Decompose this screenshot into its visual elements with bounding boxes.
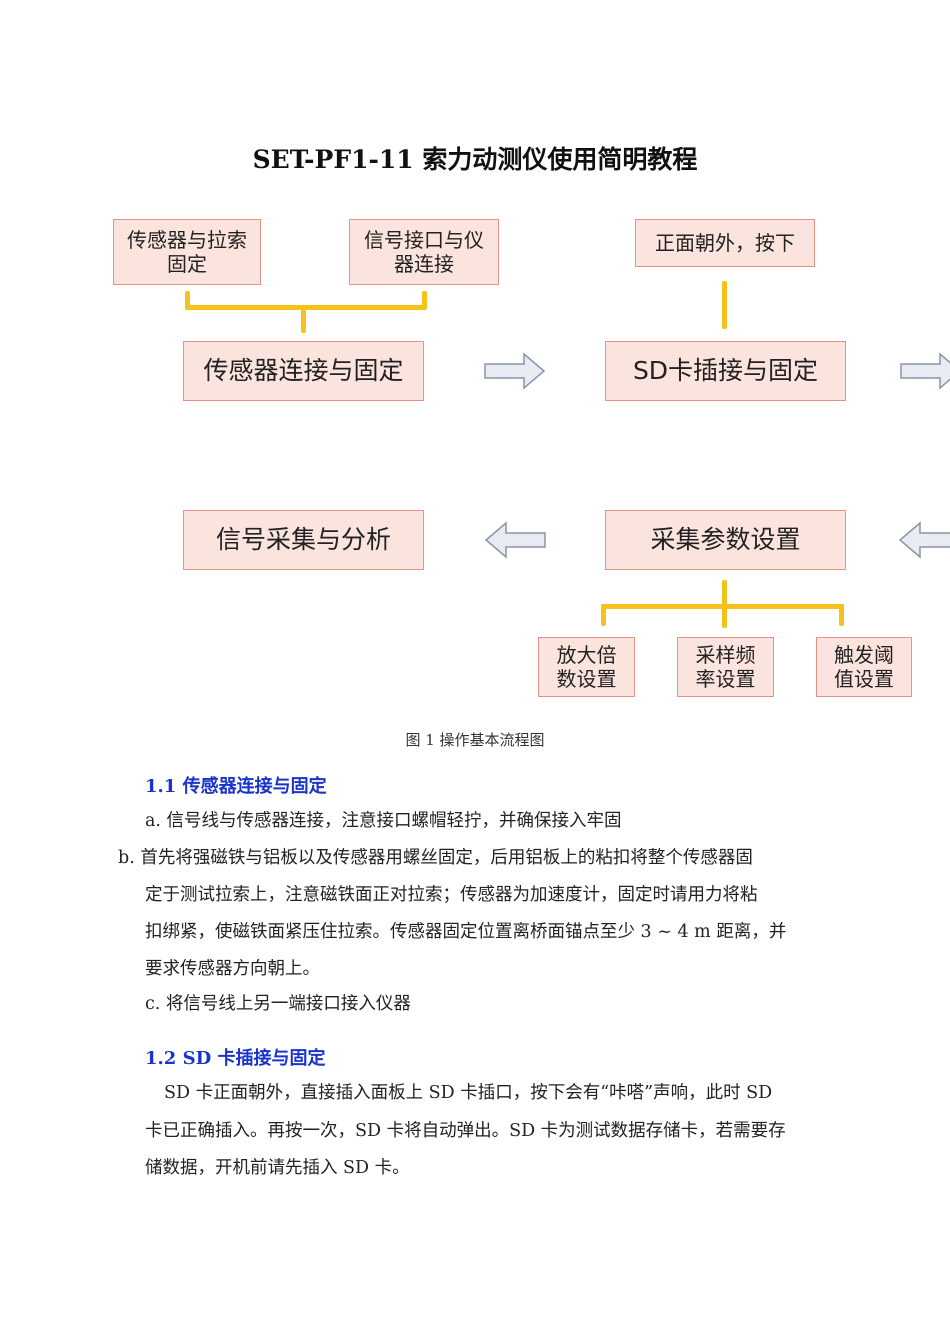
arrow-left-icon [898,521,950,559]
box-text: 采集参数设置 [650,525,801,554]
box-step-sensor-connect: 传感器连接与固定 [183,341,424,401]
box-text: 触发阈 [834,643,894,667]
connector-line [601,604,606,626]
connector-line [185,291,190,309]
connector-line [301,305,306,333]
box-text: 信号采集与分析 [215,525,391,554]
connector-line [601,604,844,609]
paragraph-line: 定于测试拉索上，注意磁铁面正对拉索；传感器为加速度计，固定时请用力将粘 [145,885,758,905]
arrow-right-icon [484,352,546,390]
figure-caption: 图 1 操作基本流程图 [405,731,545,749]
box-sample-rate-setting: 采样频率设置 [677,637,774,697]
paragraph-line: a. 信号线与传感器连接，注意接口螺帽轻拧，并确保接入牢固 [145,811,622,831]
box-text: 器连接 [394,252,454,276]
connector-line [422,291,427,309]
box-front-outward: 正面朝外，按下 [635,219,815,267]
box-text: 放大倍 [556,643,617,667]
box-gain-setting: 放大倍数设置 [538,637,635,697]
box-text: 传感器连接与固定 [203,356,404,385]
arrow-right-icon [900,352,950,390]
paragraph-line: 扣绑紧，使磁铁面紧压住拉索。传感器固定位置离桥面锚点至少 3 ~ 4 m 距离，… [145,922,787,942]
paragraph-line: SD 卡正面朝外，直接插入面板上 SD 卡插口，按下会有“咔嗒”声响，此时 SD [164,1083,773,1103]
connector-line [839,604,844,626]
box-text: 率设置 [695,667,756,691]
box-step-sd-card: SD卡插接与固定 [605,341,846,401]
box-step-signal-analysis: 信号采集与分析 [183,510,424,570]
box-text: SD卡插接与固定 [632,356,819,385]
box-text: 传感器与拉索 [127,228,247,252]
box-text: 信号接口与仪 [364,228,484,252]
paragraph-line: 储数据，开机前请先插入 SD 卡。 [145,1158,410,1178]
box-text: 正面朝外，按下 [655,231,795,255]
box-sensor-cable-fix: 传感器与拉索固定 [113,219,261,285]
box-trigger-setting: 触发阈值设置 [816,637,912,697]
box-signal-port-connect: 信号接口与仪器连接 [349,219,499,285]
arrow-left-icon [484,521,546,559]
page-title: SET-PF1-11 索力动测仪使用简明教程 [252,145,698,174]
paragraph-line: c. 将信号线上另一端接口接入仪器 [145,994,411,1014]
box-step-params: 采集参数设置 [605,510,846,570]
box-text: 数设置 [556,667,617,691]
paragraph-line: 卡已正确插入。再按一次，SD 卡将自动弹出。SD 卡为测试数据存储卡，若需要存 [145,1121,786,1141]
paragraph-line: 要求传感器方向朝上。 [145,959,320,979]
box-text: 固定 [167,252,207,276]
box-text: 采样频 [695,643,756,667]
section-heading: 1.1 传感器连接与固定 [145,776,327,797]
paragraph-line: b. 首先将强磁铁与铝板以及传感器用螺丝固定，后用铝板上的粘扣将整个传感器固 [118,848,753,868]
connector-line [722,281,727,329]
connector-line [185,305,427,310]
box-text: 值设置 [834,667,894,691]
section-heading: 1.2 SD 卡插接与固定 [145,1048,326,1069]
